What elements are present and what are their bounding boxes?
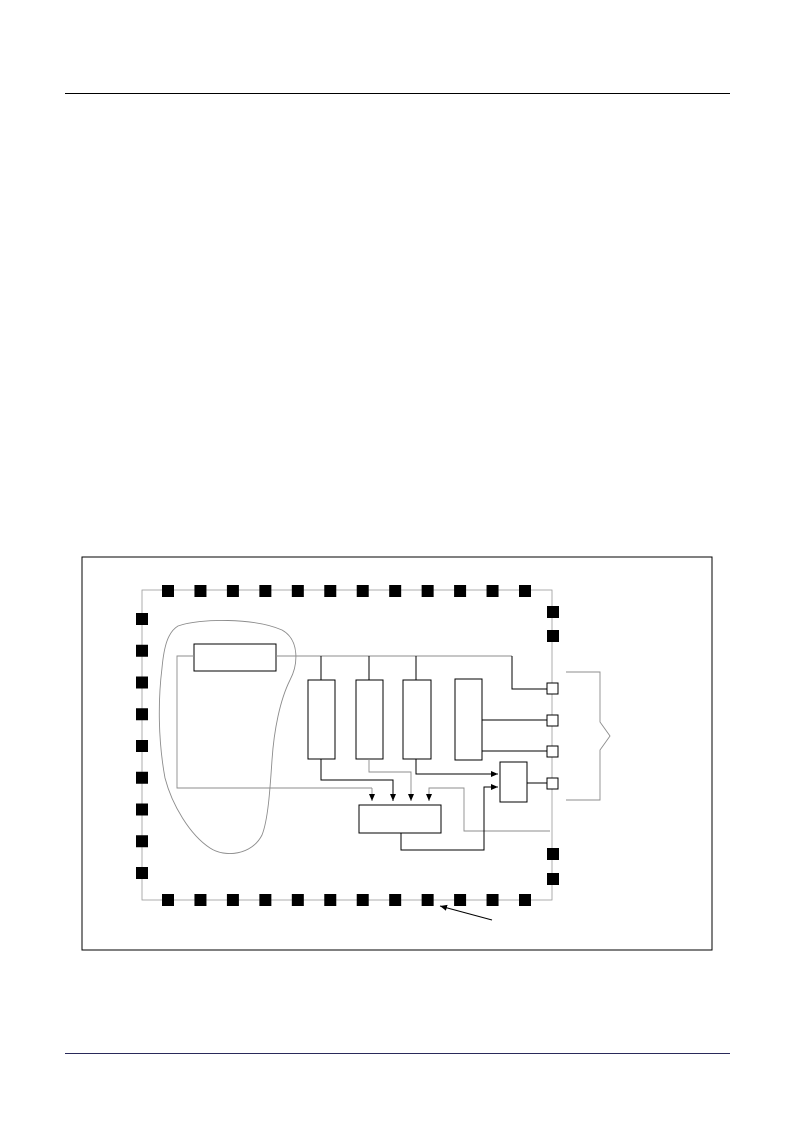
bottom-pad xyxy=(356,894,369,906)
bottom-block xyxy=(358,804,442,834)
column-block-4 xyxy=(454,678,483,761)
io-port-4 xyxy=(546,777,559,790)
bottom-pad xyxy=(454,894,467,906)
top-pad xyxy=(389,585,402,597)
right-pad-column xyxy=(547,606,559,885)
top-pad xyxy=(356,585,369,597)
left-pad xyxy=(136,835,148,848)
bottom-pad xyxy=(389,894,402,906)
left-pad-column xyxy=(136,613,148,879)
left-pad xyxy=(136,708,148,721)
top-pad xyxy=(324,585,337,597)
small-block xyxy=(499,761,528,803)
bottom-pad xyxy=(259,894,272,906)
io-port-3 xyxy=(546,745,559,758)
bottom-block-output xyxy=(400,784,498,851)
left-module-block xyxy=(193,643,277,672)
left-pad xyxy=(136,803,148,816)
column-block-2 xyxy=(355,679,384,760)
left-pad xyxy=(136,676,148,689)
right-pad xyxy=(547,630,559,642)
column-block-3 xyxy=(402,679,432,760)
top-pad xyxy=(259,585,272,597)
io-port-group xyxy=(546,682,559,790)
left-pad xyxy=(136,740,148,752)
port-1-wire xyxy=(511,656,547,690)
chip-outline xyxy=(141,589,553,901)
top-pad xyxy=(194,585,207,597)
top-pad-row xyxy=(162,585,531,597)
left-pad xyxy=(136,771,148,784)
column-block-1 xyxy=(307,679,336,760)
top-pad xyxy=(226,585,239,597)
right-pad xyxy=(547,606,559,618)
bottom-pad xyxy=(324,894,337,906)
top-pad xyxy=(421,585,434,597)
figure-frame xyxy=(81,556,713,951)
bottom-pad xyxy=(486,894,499,906)
bottom-pad xyxy=(421,894,434,906)
bottom-pad xyxy=(226,894,239,906)
io-port-1 xyxy=(546,682,559,695)
pointer-arrow xyxy=(439,904,493,921)
header-rule xyxy=(65,93,730,94)
left-pad xyxy=(136,613,148,625)
bottom-pad-row xyxy=(162,894,531,906)
bottom-pad xyxy=(194,894,207,906)
top-pad xyxy=(162,585,174,597)
top-pad xyxy=(486,585,499,597)
bottom-pad xyxy=(291,894,304,906)
column-2-output xyxy=(368,759,414,801)
top-pad xyxy=(519,585,531,597)
bottom-pad xyxy=(162,894,174,906)
left-pad xyxy=(136,644,148,657)
right-pad xyxy=(547,873,559,885)
region-outline xyxy=(158,619,297,854)
return-bus-line xyxy=(428,787,550,832)
grey-bus-line xyxy=(176,655,372,789)
column-3-output xyxy=(415,759,498,777)
top-pad xyxy=(291,585,304,597)
left-pad xyxy=(136,867,148,879)
column-1-output xyxy=(320,759,396,801)
right-pad xyxy=(547,848,559,860)
footer-rule xyxy=(65,1053,730,1054)
io-port-2 xyxy=(546,714,559,727)
bottom-pad xyxy=(519,894,531,906)
top-pad xyxy=(454,585,467,597)
port-brace xyxy=(566,671,611,801)
